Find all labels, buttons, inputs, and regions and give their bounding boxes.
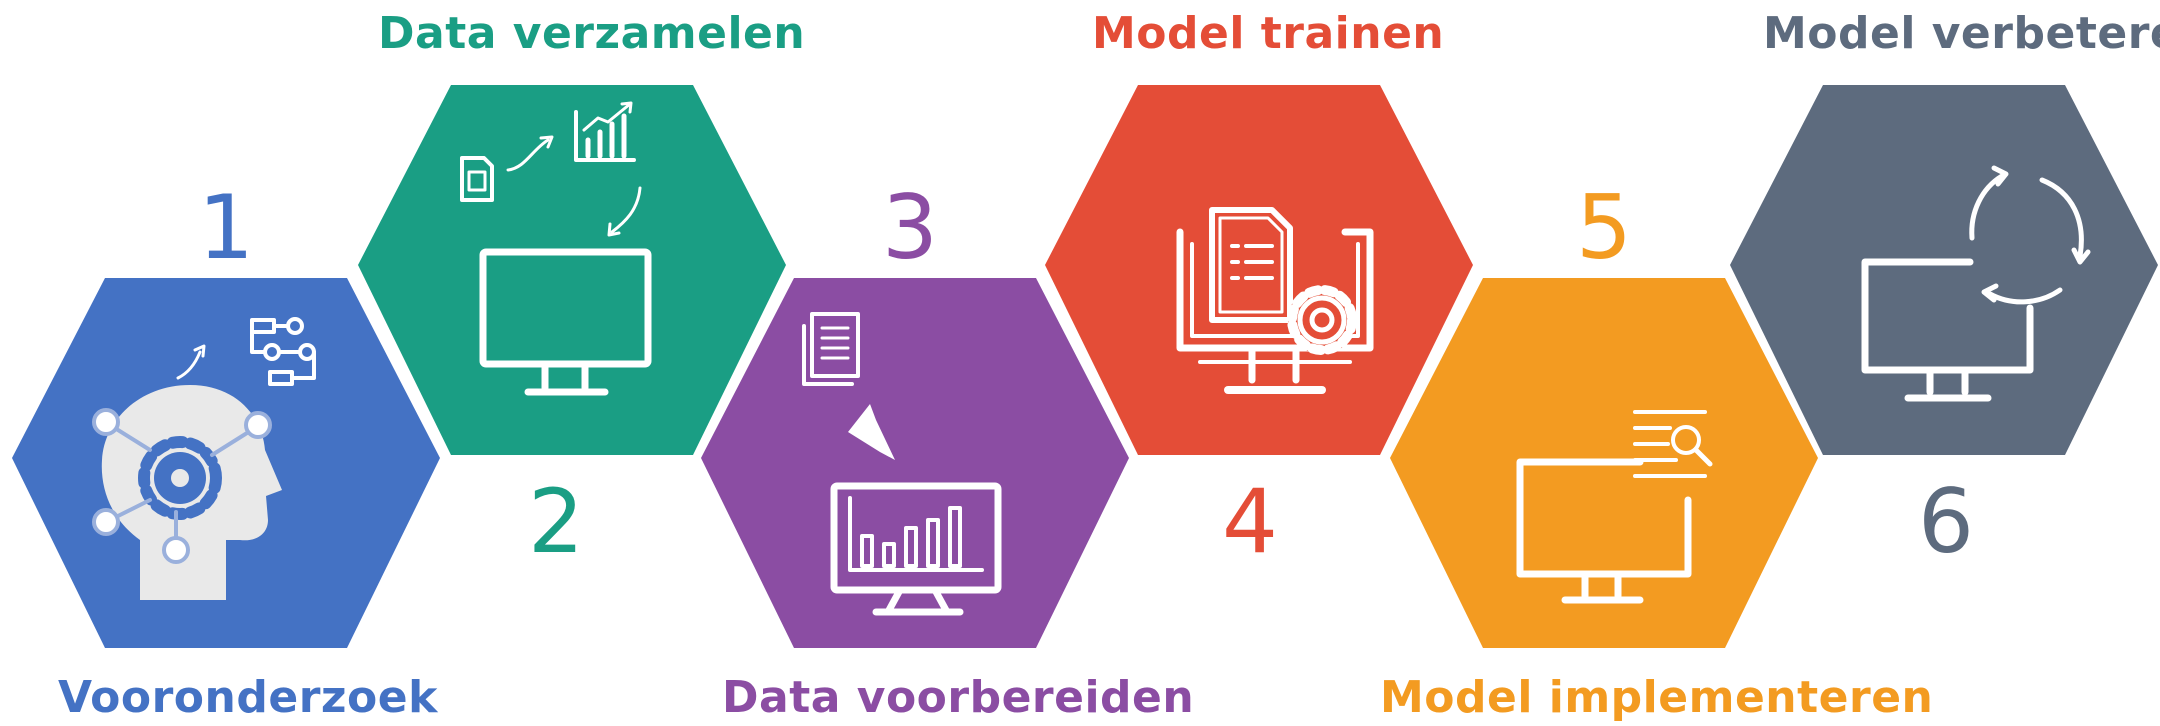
step-3-title: Data voorbereiden bbox=[722, 672, 1194, 723]
step-2-hexagon bbox=[358, 85, 786, 455]
step-3 bbox=[701, 278, 1129, 648]
step-4 bbox=[1045, 85, 1473, 455]
monitor-cycle-arrows-icon bbox=[1861, 165, 2091, 402]
step-6 bbox=[1730, 85, 2158, 455]
step-5 bbox=[1390, 278, 1818, 648]
monitor-data-collection-icon bbox=[460, 101, 652, 396]
monitor-search-icon bbox=[1516, 410, 1713, 604]
step-1-title: Vooronderzoek bbox=[58, 672, 439, 723]
step-3-hexagon bbox=[701, 278, 1129, 648]
step-5-title: Model implementeren bbox=[1380, 672, 1933, 723]
step-6-hexagon bbox=[1730, 85, 2158, 455]
step-5-number: 5 bbox=[1576, 176, 1632, 279]
monitor-bar-chart-funnel-icon bbox=[802, 312, 1002, 616]
step-6-number: 6 bbox=[1918, 470, 1974, 573]
step-4-title: Model trainen bbox=[1092, 8, 1444, 59]
step-4-number: 4 bbox=[1222, 470, 1278, 573]
step-2-title: Data verzamelen bbox=[378, 8, 805, 59]
step-6-title: Model verbeteren bbox=[1763, 8, 2160, 59]
head-gear-flowchart-icon bbox=[92, 317, 316, 600]
step-3-number: 3 bbox=[882, 176, 938, 279]
step-2-number: 2 bbox=[528, 470, 584, 573]
step-2 bbox=[358, 85, 786, 455]
monitor-document-gear-icon bbox=[1176, 207, 1374, 394]
step-1-number: 1 bbox=[198, 176, 254, 279]
step-1 bbox=[12, 278, 440, 648]
